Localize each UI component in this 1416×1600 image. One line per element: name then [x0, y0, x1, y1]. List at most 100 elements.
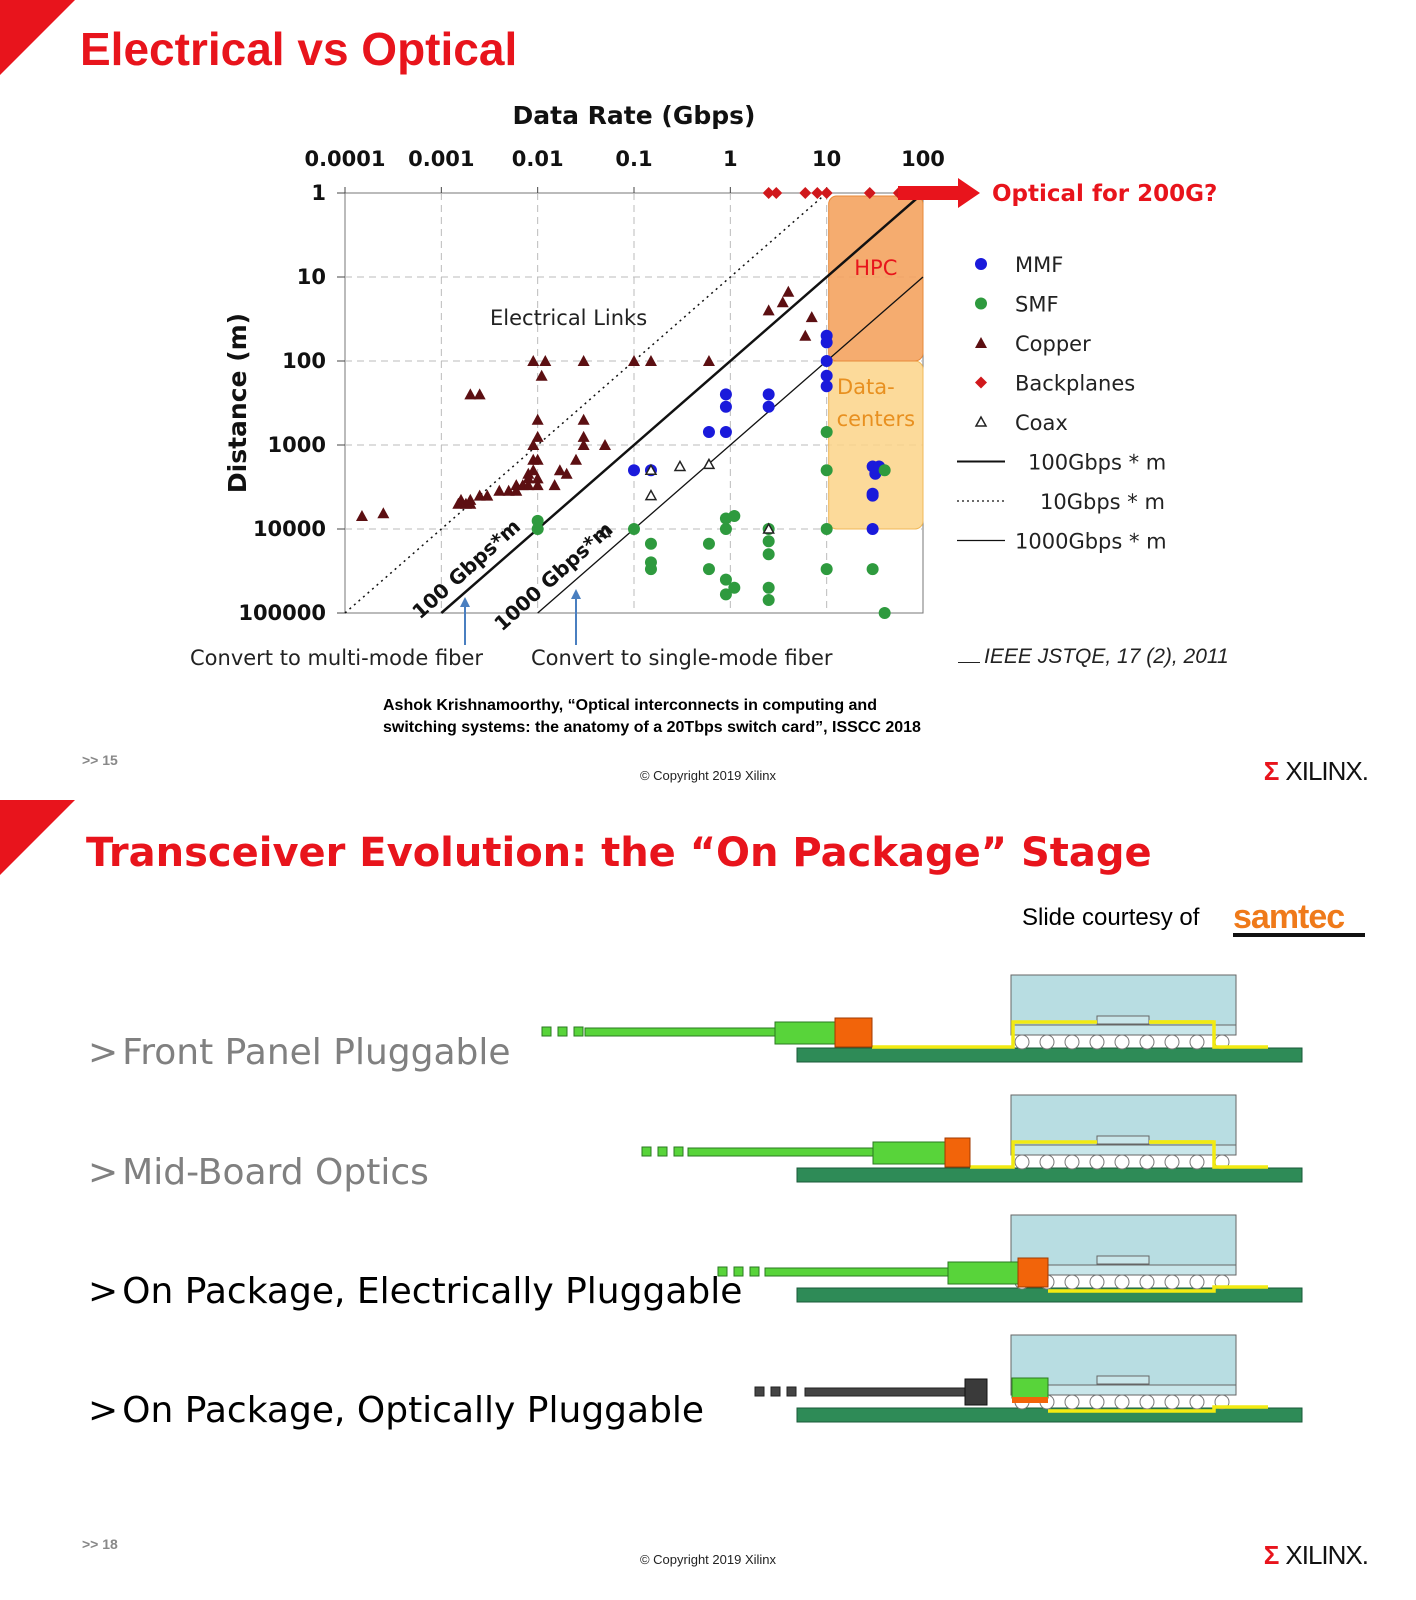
bullet-text: Front Panel Pluggable [122, 1032, 511, 1073]
data-point [522, 479, 535, 491]
data-point [560, 467, 573, 479]
solder-ball [1139, 1394, 1155, 1410]
data-point [770, 187, 783, 199]
region-dc-label-1: Data- [837, 375, 895, 399]
transceiver-diagram-2 [641, 1094, 1303, 1183]
data-point [820, 523, 833, 535]
data-point [355, 509, 368, 521]
bullet-text: Mid-Board Optics [122, 1152, 429, 1193]
slide-corner-accent [0, 800, 75, 875]
samtec-logo-underline [1233, 933, 1365, 937]
courtesy-text: Slide courtesy of [1022, 904, 1200, 931]
data-point [975, 376, 987, 389]
data-point [762, 593, 775, 606]
cable [687, 1147, 874, 1157]
bullet-on-package-optical: >On Package, Optically Pluggable [88, 1390, 704, 1431]
data-point [820, 380, 833, 393]
cable-dash [733, 1266, 744, 1277]
reference-line [344, 192, 828, 614]
data-point [975, 337, 987, 348]
arrow-smf-head [571, 589, 581, 599]
connector [944, 1137, 971, 1168]
solder-ball [1139, 1034, 1155, 1050]
samtec-logo-text: samtec [1233, 898, 1345, 936]
bullet-mid-board-optics: >Mid-Board Optics [88, 1152, 429, 1193]
data-point [719, 588, 732, 601]
legend-label: MMF [1015, 253, 1063, 277]
data-point [702, 537, 715, 550]
copyright-text: © Copyright 2019 Xilinx [639, 768, 777, 783]
data-point [728, 509, 741, 522]
transceiver-diagrams [541, 974, 1303, 1423]
solder-ball [1164, 1154, 1180, 1170]
data-point [820, 355, 833, 367]
solder-ball [1064, 1154, 1080, 1170]
data-point [548, 479, 561, 491]
pcb-board [796, 1047, 1303, 1063]
series-copper [355, 285, 818, 521]
cable [584, 1027, 776, 1037]
solder-ball [1114, 1034, 1130, 1050]
page-number: >> 18 [82, 1536, 118, 1552]
solder-ball [1014, 1154, 1030, 1170]
data-point [719, 425, 732, 438]
solder-ball [1064, 1034, 1080, 1050]
solder-ball [1139, 1274, 1155, 1290]
data-point [644, 463, 658, 476]
data-point [577, 413, 590, 425]
cable-dash [770, 1386, 781, 1397]
solder-ball [1114, 1154, 1130, 1170]
slide-title: Transceiver Evolution: the “On Package” … [86, 830, 1152, 876]
series-mmf [628, 329, 886, 535]
cable-dash [754, 1386, 765, 1397]
y-tick-label: 1000 [268, 433, 326, 457]
bullet-text: On Package, Optically Pluggable [122, 1390, 705, 1431]
solder-ball [1139, 1154, 1155, 1170]
region-dc-label-2: centers [837, 407, 916, 431]
data-point [762, 388, 775, 401]
die [1096, 1135, 1150, 1145]
data-point [628, 355, 640, 366]
legend-label: Copper [1015, 332, 1091, 356]
data-point [702, 425, 715, 438]
data-point [762, 548, 775, 561]
y-axis-title: Distance (m) [223, 313, 252, 493]
legend-label: Backplanes [1015, 372, 1135, 396]
data-point [527, 439, 540, 450]
data-point [531, 479, 544, 491]
data-point [531, 413, 544, 425]
data-point [866, 489, 879, 502]
connector [1017, 1257, 1049, 1288]
data-point [531, 523, 544, 535]
data-point [527, 355, 540, 366]
data-point [820, 425, 833, 438]
solder-ball [1039, 1154, 1055, 1170]
data-point [644, 489, 658, 501]
x-axis-title: Data Rate (Gbps) [513, 101, 756, 130]
data-point [510, 484, 523, 496]
data-point [553, 464, 566, 476]
reference-line [440, 192, 924, 614]
data-point [878, 607, 891, 619]
data-point [820, 563, 833, 576]
annotation-optical-200g: Optical for 200G? [992, 181, 1217, 207]
annotation-convert-smf: Convert to single-mode fiber [531, 646, 833, 670]
source-note-text: IEEE JSTQE, 17 (2), 2011 [984, 645, 1229, 668]
data-point [820, 187, 833, 199]
data-point [820, 336, 833, 349]
source-note-rule [958, 662, 980, 663]
x-tick-label: 100 [901, 147, 945, 171]
data-point [577, 355, 590, 366]
cable-dash [673, 1146, 684, 1157]
data-point [974, 415, 988, 427]
bullet-marker: > [88, 1271, 119, 1312]
data-point [598, 525, 612, 538]
legend-label: 100Gbps * m [1028, 451, 1166, 475]
data-point [762, 535, 775, 548]
data-point [628, 523, 640, 535]
region-hpc-label: HPC [854, 256, 897, 280]
data-point [719, 523, 732, 535]
y-tick-label: 10 [297, 265, 326, 289]
